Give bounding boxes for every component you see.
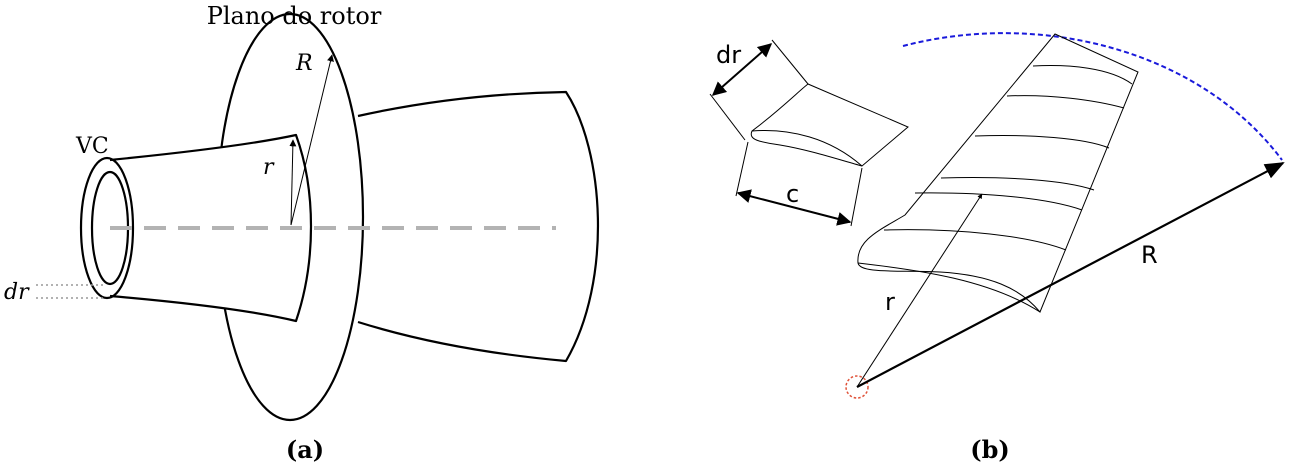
label-r-a: r (263, 155, 275, 180)
label-r-b: r (885, 288, 895, 316)
radius-r-arrow (289, 139, 297, 226)
dr-ext-2 (771, 39, 809, 85)
label-dr-a: dr (4, 280, 30, 305)
c-ext-2 (850, 167, 863, 227)
caption-b: (b) (970, 435, 1010, 464)
blade-outline (857, 33, 1139, 313)
blade-section-4 (940, 177, 1095, 191)
panel-b-diagram (709, 32, 1285, 399)
label-R-a: R (295, 51, 313, 76)
upstream-streamtube (109, 133, 313, 323)
radius-r-arrow-b (856, 193, 983, 388)
label-R-b: R (1141, 241, 1158, 269)
blade-element (750, 83, 909, 167)
dr-dimension-arrow (711, 43, 773, 96)
panel-a-diagram (36, 12, 599, 422)
dr-ext-1 (709, 93, 746, 141)
label-dr-b: dr (716, 41, 741, 69)
c-dimension-arrow (736, 189, 852, 226)
radius-R-arrow-b (856, 162, 1285, 388)
blade-section-1 (1032, 65, 1133, 85)
wake-streamtube (357, 90, 599, 363)
blade-section-3 (974, 135, 1110, 149)
rotor-tip-arc (902, 32, 1283, 161)
label-c: c (786, 180, 799, 208)
caption-a: (a) (286, 435, 324, 464)
rotor-plane-title: Plano do rotor (207, 2, 382, 30)
blade-section-2 (1006, 95, 1125, 109)
label-vc: VC (75, 134, 109, 159)
blade-section-6 (883, 229, 1067, 251)
blade-element-chord (751, 130, 863, 167)
blade-section-5 (914, 192, 1083, 211)
c-ext-1 (735, 141, 749, 197)
control-volume-outer (79, 156, 135, 300)
hub-circle (845, 375, 869, 399)
radius-R-arrow (290, 54, 334, 226)
